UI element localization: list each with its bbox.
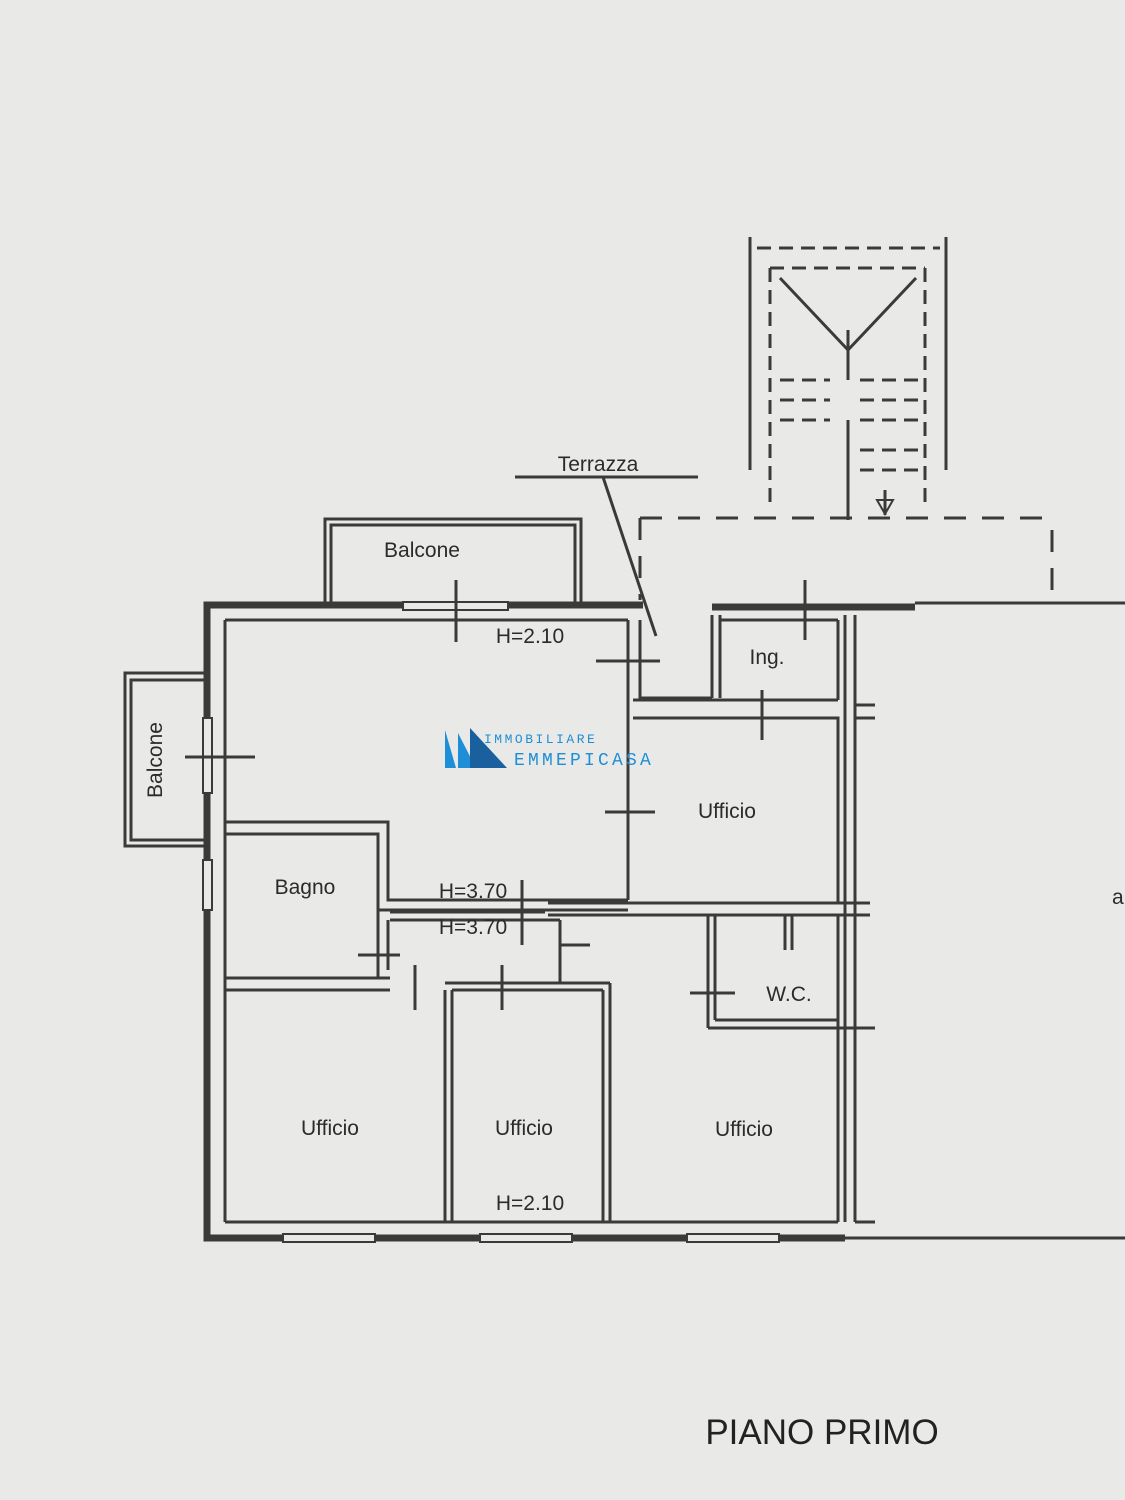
ufficio-bottom-right-label: Ufficio: [715, 1118, 773, 1141]
ufficio-bottom-left-label: Ufficio: [301, 1117, 359, 1140]
interior-walls: [225, 615, 875, 1224]
logo-line1: IMMOBILIARE: [484, 732, 597, 747]
balcone-left-label: Balcone: [144, 722, 167, 798]
bagno-label: Bagno: [275, 876, 336, 899]
wc-label: W.C.: [766, 983, 812, 1006]
logo-line2: EMMEPICASA: [514, 751, 654, 771]
terrace-outline: [638, 516, 1054, 600]
ufficio-bottom-middle-label: Ufficio: [495, 1117, 553, 1140]
floor-title: PIANO PRIMO: [705, 1413, 938, 1452]
height-top-label: H=2.10: [496, 625, 564, 648]
stairwell: [748, 237, 948, 520]
height-mid1-label: H=3.70: [439, 880, 507, 903]
terrazza-label: Terrazza: [558, 453, 639, 476]
ing-label: Ing.: [749, 646, 784, 669]
balcony-left: [123, 671, 207, 848]
terrazza-pointer-line: [601, 476, 658, 637]
balcone-top-label: Balcone: [384, 539, 460, 562]
height-bottom-label: H=2.10: [496, 1192, 564, 1215]
emmepicasa-logo: IMMOBILIARE EMMEPICASA: [445, 728, 654, 771]
balcony-top: [323, 517, 583, 603]
edge-letter: a: [1112, 886, 1124, 909]
ufficio-right-label: Ufficio: [698, 800, 756, 823]
door-markers: [185, 580, 807, 1010]
height-mid2-label: H=3.70: [439, 916, 507, 939]
